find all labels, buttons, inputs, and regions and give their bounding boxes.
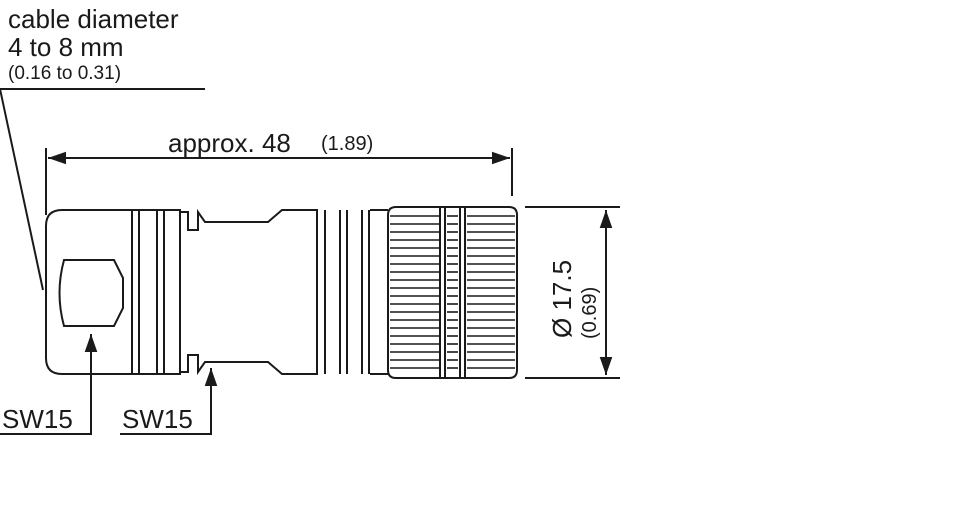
cable-diameter-range-inch: (0.16 to 0.31) — [8, 63, 122, 84]
wrench-left-label: SW15 — [2, 404, 73, 434]
cable-opening — [58, 259, 124, 327]
length-inch: (1.89) — [321, 133, 374, 155]
connector-body — [180, 208, 318, 376]
diameter-label: Ø 17.5 — [547, 259, 577, 338]
wrench-mid-leader — [120, 368, 218, 435]
wrench-mid-label: SW15 — [122, 404, 193, 434]
cable-diameter-range: 4 to 8 mm — [8, 32, 124, 62]
length-label: approx. 48 — [168, 128, 291, 158]
cable-nut — [45, 209, 181, 375]
coupling-nut — [387, 206, 518, 379]
diameter-inch: (0.69) — [579, 286, 601, 339]
cable-diameter-title: cable diameter — [8, 4, 179, 34]
wrench-left-leader — [0, 334, 98, 435]
cable-leader-line — [0, 88, 44, 291]
